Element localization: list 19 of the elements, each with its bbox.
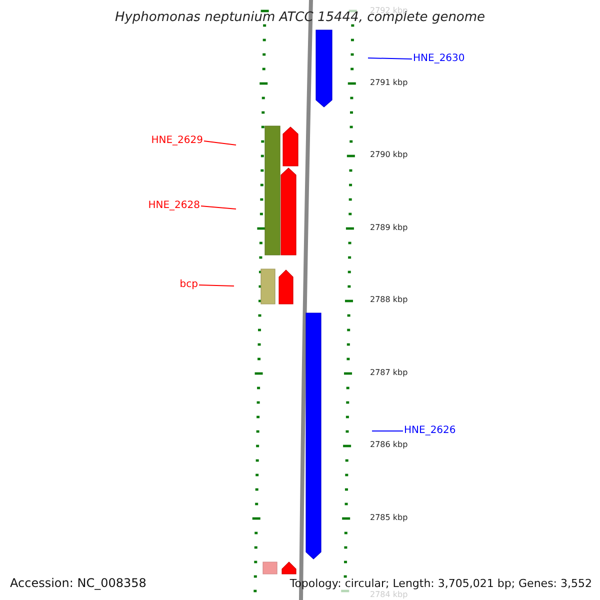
gene-label: HNE_2630 bbox=[413, 54, 465, 64]
scale-label: 2789 kbp bbox=[370, 224, 408, 232]
scale-label: 2790 kbp bbox=[370, 151, 408, 159]
scale-label: 2791 kbp bbox=[370, 79, 408, 87]
scale-label: 2786 kbp bbox=[370, 441, 408, 449]
gene-label: bcp bbox=[180, 280, 198, 290]
leader-line bbox=[368, 58, 412, 60]
scale-label: 2785 kbp bbox=[370, 514, 408, 522]
leader-line bbox=[204, 140, 236, 146]
gene-label: HNE_2628 bbox=[148, 201, 200, 211]
scale-label: 2788 kbp bbox=[370, 296, 408, 304]
leader-line bbox=[200, 206, 236, 210]
leader-line bbox=[372, 430, 404, 432]
leader-line bbox=[198, 284, 234, 286]
gene-label: HNE_2629 bbox=[151, 136, 203, 146]
accession-text: Accession: NC_008358 bbox=[10, 577, 146, 589]
scale-label: 2787 kbp bbox=[370, 369, 408, 377]
genome-stats-text: Topology: circular; Length: 3,705,021 bp; Genes: 3,552 bbox=[290, 578, 592, 588]
gene-label: HNE_2626 bbox=[404, 426, 456, 436]
